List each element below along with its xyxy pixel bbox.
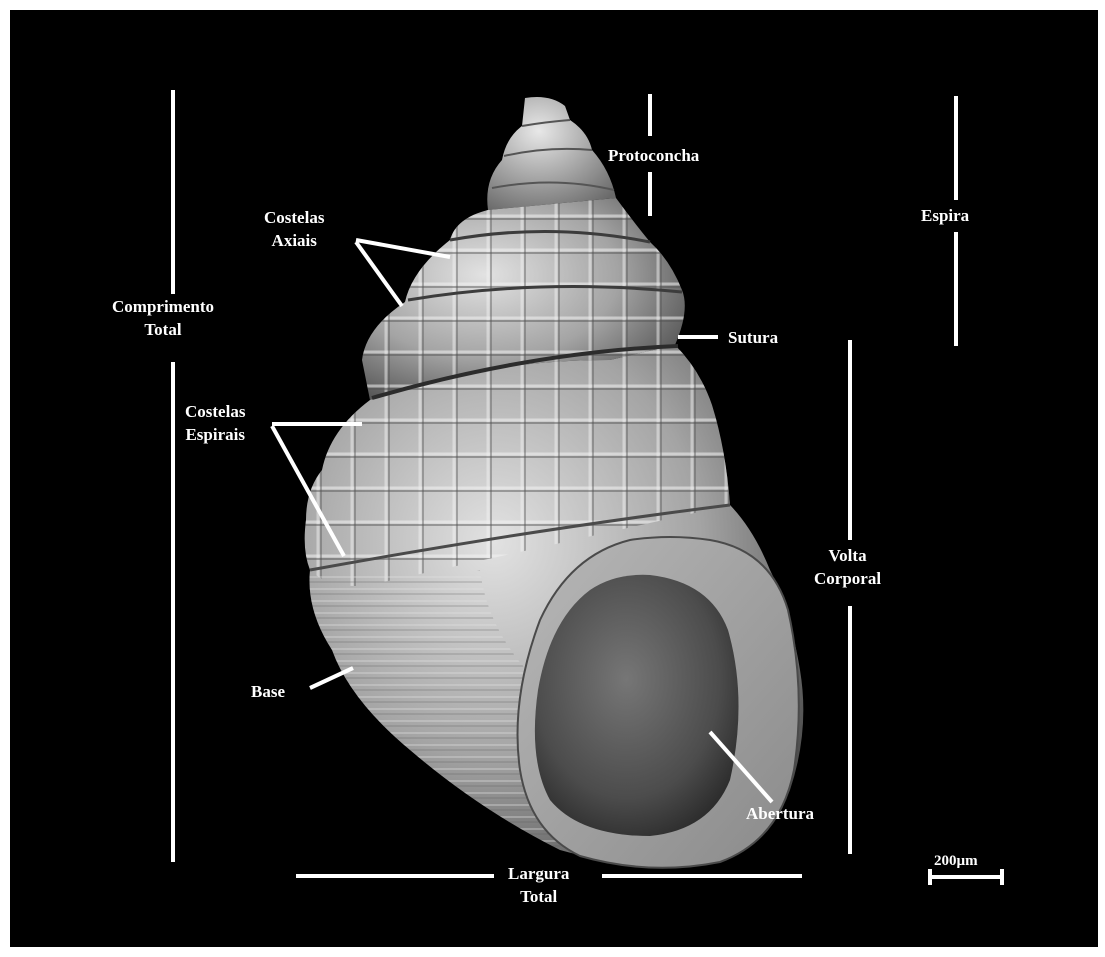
label-base: Base — [251, 680, 285, 703]
label-volta-corporal: Volta Corporal — [814, 544, 881, 590]
costelas-axiais-pointer-1 — [356, 240, 450, 257]
label-comprimento-total: Comprimento Total — [112, 295, 214, 341]
figure-background: Protoconcha Espira Costelas Axiais Compr… — [10, 10, 1098, 947]
label-volta-corporal-line1: Volta — [814, 544, 881, 567]
label-largura-total-line2: Total — [508, 885, 569, 908]
label-comprimento-total-line2: Total — [112, 318, 214, 341]
label-espira: Espira — [921, 204, 969, 227]
label-sutura: Sutura — [728, 326, 778, 349]
label-scale-bar: 200µm — [934, 850, 978, 873]
label-costelas-axiais: Costelas Axiais — [264, 206, 324, 252]
label-costelas-espirais: Costelas Espirais — [185, 400, 245, 446]
shell-anatomy-figure — [10, 10, 1098, 947]
label-protoconcha: Protoconcha — [608, 144, 699, 167]
costelas-axiais-pointer-2 — [356, 242, 402, 306]
label-costelas-axiais-line1: Costelas — [264, 206, 324, 229]
label-costelas-axiais-line2: Axiais — [264, 229, 324, 252]
label-abertura: Abertura — [746, 802, 814, 825]
label-comprimento-total-line1: Comprimento — [112, 295, 214, 318]
label-largura-total: Largura Total — [508, 862, 569, 908]
label-volta-corporal-line2: Corporal — [814, 567, 881, 590]
protoconch-whorls — [487, 97, 616, 210]
label-costelas-espirais-line2: Espirais — [185, 423, 245, 446]
label-largura-total-line1: Largura — [508, 862, 569, 885]
label-costelas-espirais-line1: Costelas — [185, 400, 245, 423]
